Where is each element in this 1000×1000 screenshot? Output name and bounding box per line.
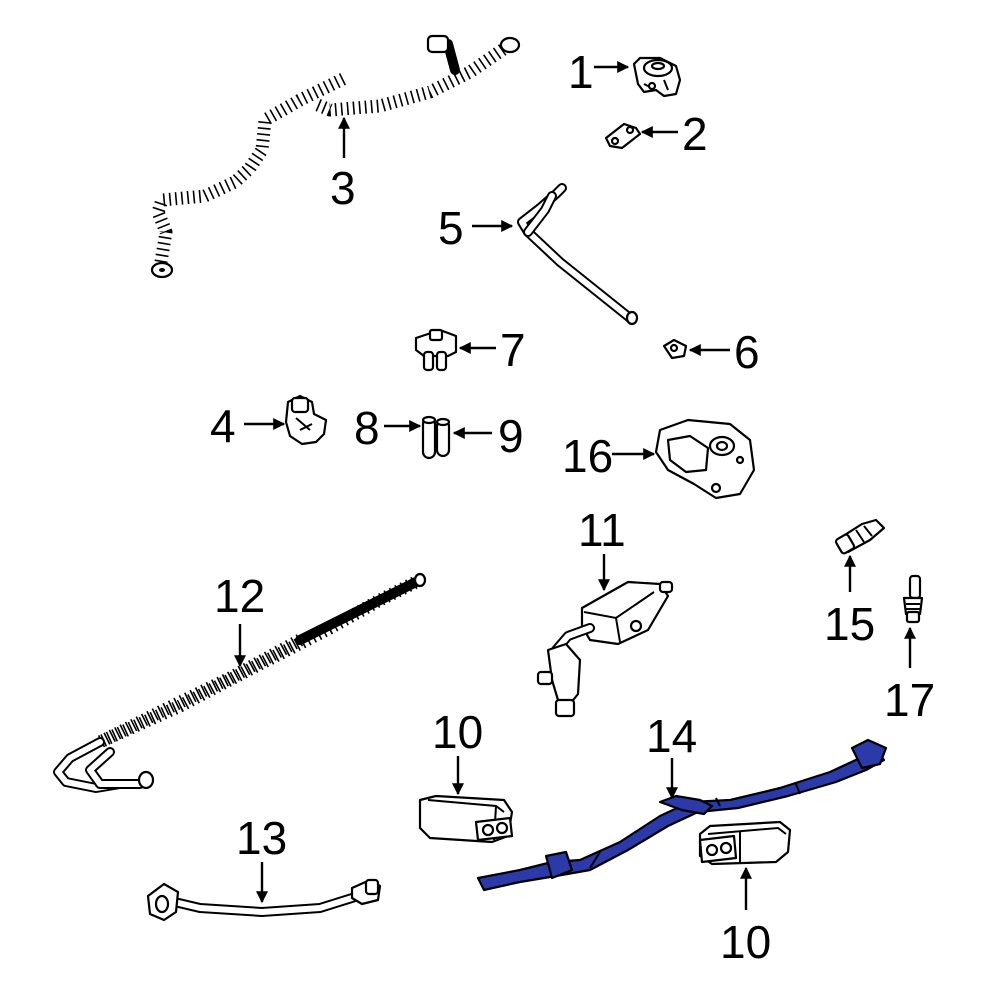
part-17-sensor[interactable] [902, 574, 924, 624]
callout-7: 7 [500, 324, 526, 376]
callout-10-left: 10 [432, 706, 483, 758]
callout-11: 11 [578, 504, 626, 556]
part-10-canister-left[interactable] [418, 794, 514, 844]
callout-10-right: 10 [720, 916, 771, 968]
callout-13: 13 [236, 812, 287, 864]
part-12-wiring-loom[interactable] [53, 572, 427, 793]
part-11-solenoid[interactable] [536, 580, 674, 718]
part-16-sensor[interactable] [654, 418, 756, 500]
callout-2: 2 [682, 108, 708, 160]
callout-6: 6 [734, 326, 760, 378]
part-14-highlighted-harness[interactable] [476, 738, 888, 892]
callout-14: 14 [646, 710, 697, 762]
part-15-sensor[interactable] [834, 518, 886, 555]
leaders [234, 61, 916, 910]
part-3-wiring-harness[interactable] [150, 34, 521, 279]
callout-15: 15 [824, 598, 875, 650]
callout-12: 12 [214, 570, 265, 622]
part-7-connector[interactable] [414, 328, 458, 372]
part-6-clip[interactable] [662, 338, 688, 360]
callout-1: 1 [568, 46, 594, 98]
callout-8: 8 [354, 402, 380, 454]
part-10-canister-right[interactable] [698, 820, 792, 866]
callout-3: 3 [330, 162, 356, 214]
part-4-sensor[interactable] [284, 394, 328, 446]
part-2-gasket[interactable] [604, 122, 642, 150]
part-13-harness[interactable] [146, 878, 382, 922]
callout-labels: 1 2 3 4 5 6 7 8 9 10 10 11 12 13 14 15 1… [210, 46, 935, 968]
callout-16: 16 [562, 430, 613, 482]
part-1-valve[interactable] [632, 56, 682, 98]
part-8-9-grommets[interactable] [421, 415, 451, 460]
callout-17: 17 [884, 674, 935, 726]
callout-9: 9 [498, 410, 524, 462]
part-5-hose[interactable] [517, 183, 639, 326]
callout-5: 5 [438, 202, 464, 254]
callout-4: 4 [210, 400, 236, 452]
